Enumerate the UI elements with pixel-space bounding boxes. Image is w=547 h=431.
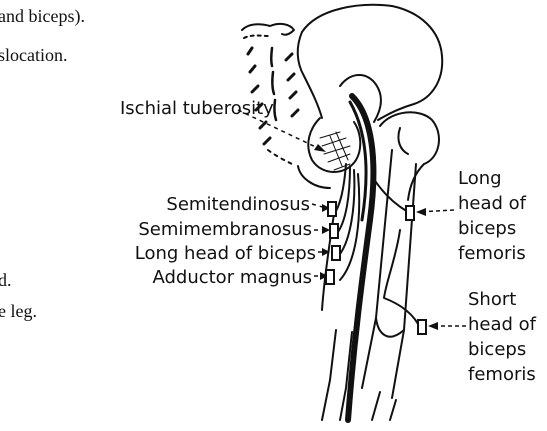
electrode-short-head-biceps-femoris (418, 320, 426, 334)
hamstring-fan-lines (322, 164, 359, 310)
label-long-head-of-biceps: Long head of biceps (20, 243, 316, 265)
label-ischial-tuberosity: Ischial tuberosity (120, 98, 274, 120)
electrode-long-head-biceps (332, 246, 340, 260)
lower-leg-bones (322, 330, 396, 420)
electrode-adductor-magnus (326, 270, 334, 284)
right-arrowheads (416, 208, 438, 330)
label-long-head-line-3: biceps (458, 218, 516, 240)
label-adductor-magnus: Adductor magnus (40, 267, 312, 289)
label-semitendinosus: Semitendinosus (60, 194, 310, 216)
label-long-head-line-1: Long (458, 168, 502, 190)
label-short-head-line-1: Short (468, 289, 516, 311)
label-short-head-line-3: biceps (468, 339, 526, 361)
short-head-biceps-path (384, 230, 420, 328)
electrode-semimembranosus (330, 224, 338, 238)
label-short-head-line-2: head of (468, 314, 536, 336)
electrode-long-head-biceps-femoris (406, 206, 414, 220)
label-long-head-line-2: head of (458, 193, 526, 215)
electrode-semitendinosus (328, 202, 336, 216)
label-semimembranosus: Semimembranosus (40, 219, 312, 241)
label-long-head-line-4: femoris (458, 243, 526, 265)
sacrum (242, 24, 298, 164)
pelvis (298, 5, 442, 188)
label-short-head-line-4: femoris (468, 364, 536, 386)
